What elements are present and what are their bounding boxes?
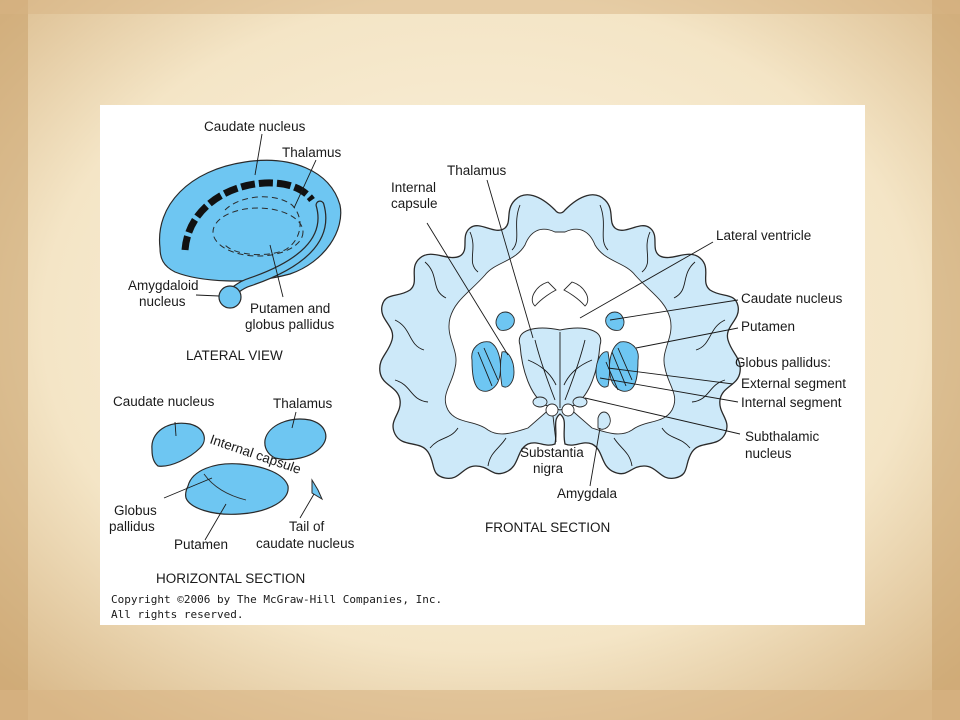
sulci-left xyxy=(394,204,521,467)
substantia-nigra-left xyxy=(545,403,559,417)
thalamus-horizontal xyxy=(264,418,327,461)
label-thalamus-lateral: Thalamus xyxy=(282,145,342,160)
frontal-section: Thalamus Internal capsule Lateral ventri… xyxy=(379,163,846,535)
label-internal-segment: Internal segment xyxy=(741,395,842,410)
label-caudate-nucleus-horizontal: Caudate nucleus xyxy=(113,394,215,409)
label-globus-line1: Globus xyxy=(114,503,157,518)
caudate-nucleus-left xyxy=(495,311,515,331)
putamen-globus-horizontal xyxy=(185,463,289,515)
label-subthalamic-line1: Subthalamic xyxy=(745,429,820,444)
copyright-notice: Copyright ©2006 by The McGraw-Hill Compa… xyxy=(111,592,442,622)
putamen-left xyxy=(471,341,501,392)
label-amygdala: Amygdala xyxy=(557,486,618,501)
sulci-right xyxy=(599,204,726,467)
label-globus-pallidus-frontal: Globus pallidus: xyxy=(735,355,831,370)
label-substantia-line2: nigra xyxy=(533,461,564,476)
label-putamen-globus-line1: Putamen and xyxy=(250,301,330,316)
label-putamen-globus-line2: globus pallidus xyxy=(245,317,335,332)
label-caudate-nucleus-frontal: Caudate nucleus xyxy=(741,291,843,306)
label-caudate-nucleus-lateral: Caudate nucleus xyxy=(204,119,306,134)
horizontal-section: Caudate nucleus Thalamus Internal capsul… xyxy=(109,394,355,586)
putamen-outline xyxy=(212,207,304,257)
frontal-section-title: FRONTAL SECTION xyxy=(485,520,610,535)
lateral-ventricle-right xyxy=(563,281,589,307)
lateral-ventricle-band xyxy=(181,179,315,251)
label-putamen-horizontal: Putamen xyxy=(174,537,228,552)
label-amygdaloid-line1: Amygdaloid xyxy=(128,278,199,293)
subthalamic-nucleus-left xyxy=(532,396,548,408)
amygdaloid-nucleus-shape xyxy=(218,285,242,309)
label-thalamus-horizontal: Thalamus xyxy=(273,396,333,411)
label-external-segment: External segment xyxy=(741,376,846,391)
subthalamic-nucleus-right xyxy=(572,396,588,408)
amygdala-shape xyxy=(597,411,611,430)
substantia-nigra-right xyxy=(561,403,575,417)
label-internal-capsule-line2: capsule xyxy=(391,196,438,211)
lateral-view-title: LATERAL VIEW xyxy=(186,348,283,363)
horizontal-section-title: HORIZONTAL SECTION xyxy=(156,571,305,586)
label-tail-line2: caudate nucleus xyxy=(256,536,355,551)
caudate-nucleus-right xyxy=(605,311,625,331)
label-lateral-ventricle: Lateral ventricle xyxy=(716,228,811,243)
copyright-line1: Copyright ©2006 by The McGraw-Hill Compa… xyxy=(111,593,443,606)
label-internal-capsule-line1: Internal xyxy=(391,180,436,195)
thalamus-outline xyxy=(224,196,301,255)
lateral-ventricle-left xyxy=(531,281,557,307)
label-amygdaloid-line2: nucleus xyxy=(139,294,186,309)
label-globus-line2: pallidus xyxy=(109,519,155,534)
copyright-line2: All rights reserved. xyxy=(111,608,244,621)
label-substantia-line1: Substantia xyxy=(520,445,584,460)
globus-pallidus-left xyxy=(500,351,515,388)
label-putamen-frontal: Putamen xyxy=(741,319,795,334)
caudate-tail-horizontal xyxy=(311,478,324,501)
label-subthalamic-line2: nucleus xyxy=(745,446,792,461)
label-thalamus-frontal: Thalamus xyxy=(447,163,507,178)
label-tail-line1: Tail of xyxy=(289,519,325,534)
caudate-head-horizontal xyxy=(151,422,205,467)
caudate-nucleus-shape xyxy=(158,159,342,282)
lateral-view: Caudate nucleus Thalamus Amygdaloid nucl… xyxy=(128,119,342,363)
